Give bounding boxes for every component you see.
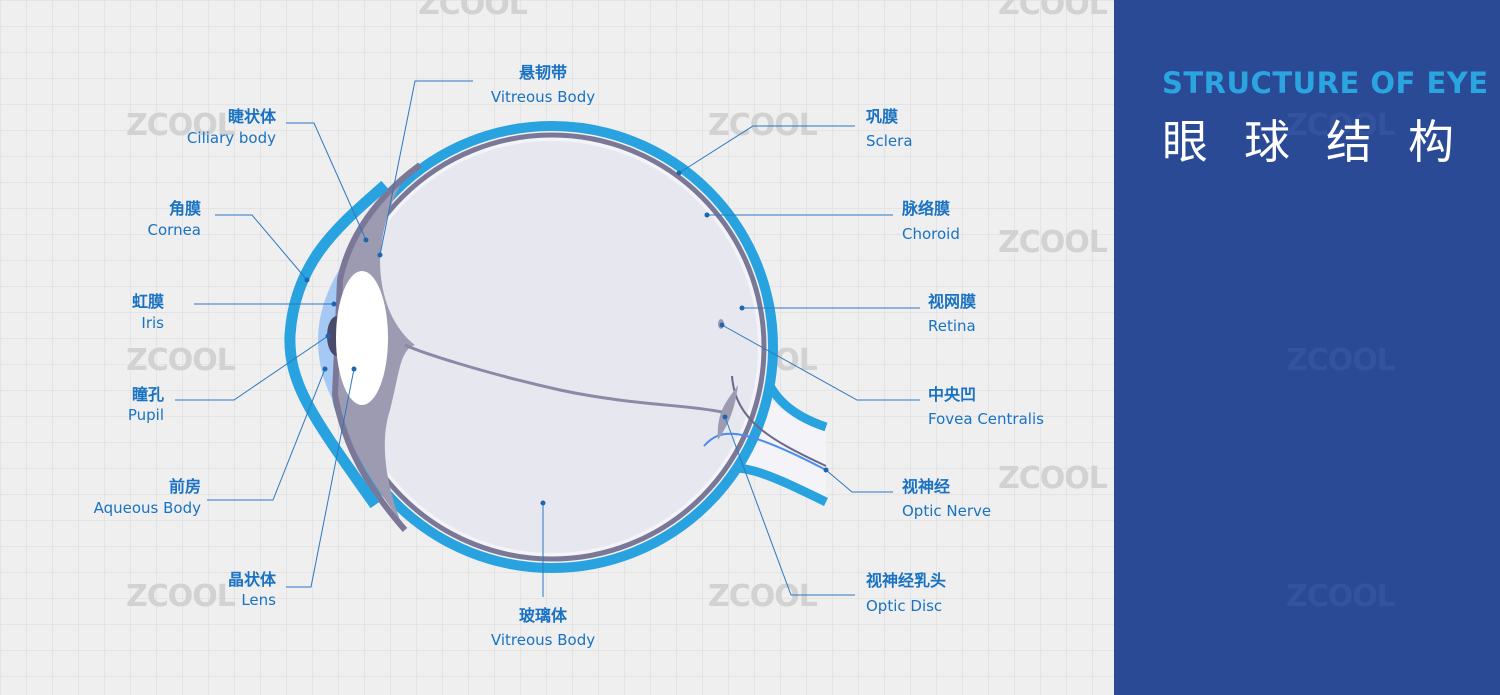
label-en: Ciliary body: [187, 129, 276, 147]
watermark: ZCOOL: [1286, 579, 1396, 614]
label-en: Fovea Centralis: [928, 410, 1044, 428]
optic-disc: [717, 385, 738, 440]
cornea: [284, 180, 389, 509]
label-cn: 巩膜: [866, 107, 898, 126]
leader-lines: [175, 80, 920, 597]
label-cn: 角膜: [169, 199, 201, 218]
label-en: Sclera: [866, 132, 913, 150]
label-aqueous: 前房 Aqueous Body: [94, 477, 202, 517]
watermark: ZCOOL: [998, 225, 1108, 260]
label-en: Optic Disc: [866, 597, 942, 615]
panel-watermarks: ZCOOL ZCOOL ZCOOL: [1286, 108, 1397, 614]
label-en: Lens: [241, 591, 276, 609]
label-zonule: 悬韧带 Vitreous Body: [491, 63, 595, 106]
watermark: ZCOOL: [708, 579, 818, 614]
label-vitreous: 玻璃体 Vitreous Body: [491, 606, 595, 649]
watermark: ZCOOL: [126, 343, 236, 378]
label-cn: 悬韧带: [518, 63, 567, 82]
title-panel: ZCOOL ZCOOL ZCOOL STRUCTURE OF EYE 眼球结构: [1114, 0, 1500, 695]
label-en: Iris: [141, 314, 164, 332]
watermark: ZCOOL: [1286, 108, 1396, 143]
label-en: Pupil: [128, 406, 164, 424]
label-fovea: 中央凹 Fovea Centralis: [928, 385, 1044, 428]
optic-nerve-vessel: [703, 432, 827, 471]
label-iris: 虹膜 Iris: [132, 292, 164, 332]
label-en: Aqueous Body: [94, 499, 202, 517]
watermark: ZCOOL: [126, 108, 236, 143]
label-en: Choroid: [902, 225, 960, 243]
watermark: ZCOOL: [1286, 343, 1396, 378]
label-cn: 视网膜: [928, 292, 976, 311]
watermark: ZCOOL: [418, 0, 528, 22]
label-cn: 前房: [169, 477, 201, 496]
label-cn: 中央凹: [928, 385, 976, 404]
watermark: ZCOOL: [998, 461, 1108, 496]
label-pupil: 瞳孔 Pupil: [128, 385, 164, 424]
title-english: STRUCTURE OF EYE: [1162, 66, 1489, 100]
label-en: Retina: [928, 317, 976, 335]
label-en: Optic Nerve: [902, 502, 991, 520]
watermark: ZCOOL: [126, 579, 236, 614]
label-en: Vitreous Body: [491, 631, 595, 649]
label-cn: 晶状体: [228, 570, 277, 589]
watermark: ZCOOL: [998, 0, 1108, 22]
label-en: Cornea: [148, 221, 201, 239]
label-sclera: 巩膜 Sclera: [866, 107, 913, 150]
label-cn: 睫状体: [228, 107, 277, 126]
label-cn: 脉络膜: [901, 199, 950, 218]
vitreous-body: [346, 141, 758, 553]
label-cn: 玻璃体: [519, 606, 568, 625]
label-cn: 视神经乳头: [866, 571, 946, 590]
label-ciliary-body: 睫状体 Ciliary body: [187, 107, 277, 147]
label-cn: 视神经: [902, 477, 950, 496]
label-en: Vitreous Body: [491, 88, 595, 106]
retinal-vessel: [404, 343, 723, 414]
label-optic-nerve: 视神经 Optic Nerve: [902, 477, 991, 520]
label-choroid: 脉络膜 Choroid: [901, 199, 960, 243]
label-cn: 虹膜: [132, 292, 164, 311]
label-cn: 瞳孔: [132, 385, 164, 404]
title-chinese: 眼球结构: [1162, 115, 1490, 169]
label-optic-disc: 视神经乳头 Optic Disc: [866, 571, 946, 615]
label-lens: 晶状体 Lens: [228, 570, 277, 609]
label-cornea: 角膜 Cornea: [148, 199, 201, 239]
eye-diagram: ZCOOL ZCOOL ZCOOL ZCOOL ZCOOL ZCOOL ZCOO…: [94, 0, 1109, 649]
diagram-canvas: ZCOOL ZCOOL ZCOOL ZCOOL ZCOOL ZCOOL ZCOO…: [0, 0, 1114, 695]
lens: [336, 271, 388, 405]
label-retina: 视网膜 Retina: [928, 292, 976, 335]
